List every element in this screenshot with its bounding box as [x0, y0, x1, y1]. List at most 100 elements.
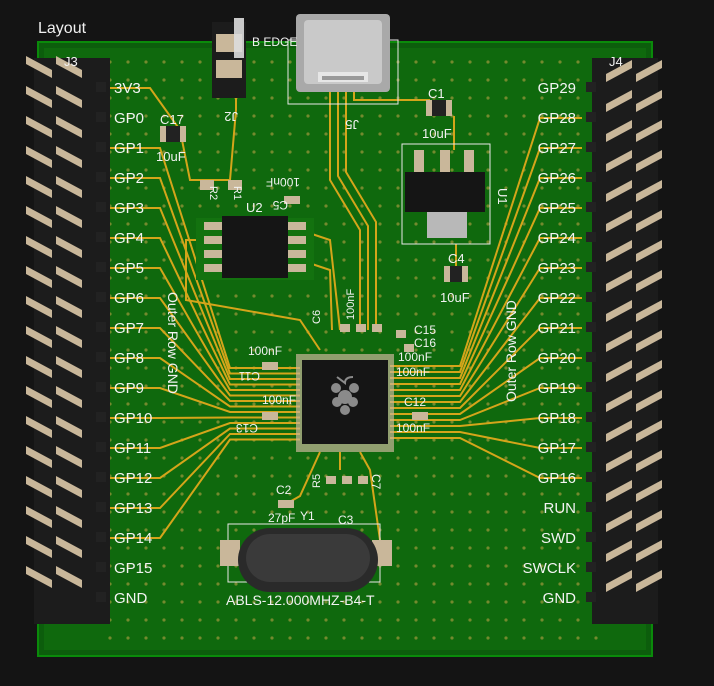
header-pin [606, 480, 632, 502]
header-pin [606, 150, 632, 172]
via [468, 240, 472, 244]
via [540, 384, 544, 388]
via [306, 510, 310, 514]
via [162, 546, 166, 550]
via [450, 600, 454, 604]
via [180, 60, 184, 64]
via [558, 546, 562, 550]
via [198, 636, 202, 640]
via [270, 204, 274, 208]
via [396, 492, 400, 496]
header-pin [636, 210, 662, 232]
via [486, 222, 490, 226]
via [324, 492, 328, 496]
via [234, 168, 238, 172]
via [540, 276, 544, 280]
via [486, 114, 490, 118]
c5-ref: C5 [272, 198, 288, 212]
via [576, 474, 580, 478]
via [162, 492, 166, 496]
via [504, 348, 508, 352]
via [126, 420, 130, 424]
via [414, 366, 418, 370]
via [504, 492, 508, 496]
left-header-pins [26, 56, 106, 602]
via [360, 348, 364, 352]
via [198, 546, 202, 550]
via [306, 186, 310, 190]
via [342, 132, 346, 136]
via [126, 168, 130, 172]
c4-value: 10uF [440, 290, 470, 305]
via [486, 546, 490, 550]
via [468, 546, 472, 550]
header-pin-base [586, 382, 596, 392]
via [540, 204, 544, 208]
via [144, 366, 148, 370]
via [126, 60, 130, 64]
right-pin-label: GP27 [538, 140, 576, 157]
resistor-r1 [228, 180, 242, 190]
via [432, 438, 436, 442]
via [414, 348, 418, 352]
via [558, 618, 562, 622]
via [432, 366, 436, 370]
right-pin-label: GP21 [538, 320, 576, 337]
via [558, 600, 562, 604]
via [162, 96, 166, 100]
via [360, 276, 364, 280]
via [468, 294, 472, 298]
via [522, 150, 526, 154]
via [540, 132, 544, 136]
header-pin-base [96, 82, 106, 92]
via [234, 618, 238, 622]
header-pin [26, 326, 52, 348]
via [324, 168, 328, 172]
left-pin-label: GP11 [114, 440, 151, 457]
via [270, 618, 274, 622]
header-pin [56, 416, 82, 438]
via [414, 492, 418, 496]
header-pin [56, 446, 82, 468]
header-pin [26, 296, 52, 318]
via [378, 132, 382, 136]
via [522, 96, 526, 100]
via [288, 186, 292, 190]
signal-trace [390, 417, 582, 427]
via [270, 474, 274, 478]
via [216, 546, 220, 550]
header-pin [56, 206, 82, 228]
signal-trace [108, 87, 237, 181]
via [378, 150, 382, 154]
via [378, 636, 382, 640]
via [270, 492, 274, 496]
header-pin [26, 206, 52, 228]
via [540, 186, 544, 190]
via [180, 186, 184, 190]
via [144, 456, 148, 460]
via [504, 204, 508, 208]
header-pin [26, 176, 52, 198]
signal-trace [108, 357, 300, 408]
via [198, 204, 202, 208]
via [432, 78, 436, 82]
header-pin [606, 240, 632, 262]
via [162, 294, 166, 298]
via [198, 78, 202, 82]
via [288, 150, 292, 154]
header-pin [56, 146, 82, 168]
signal-trace [108, 177, 300, 375]
via [414, 600, 418, 604]
via [252, 492, 256, 496]
via [486, 186, 490, 190]
via [414, 258, 418, 262]
via [180, 492, 184, 496]
via [288, 312, 292, 316]
via [270, 330, 274, 334]
signal-trace [108, 422, 300, 449]
via [396, 564, 400, 568]
via [180, 618, 184, 622]
via [450, 474, 454, 478]
via [216, 132, 220, 136]
via [198, 492, 202, 496]
